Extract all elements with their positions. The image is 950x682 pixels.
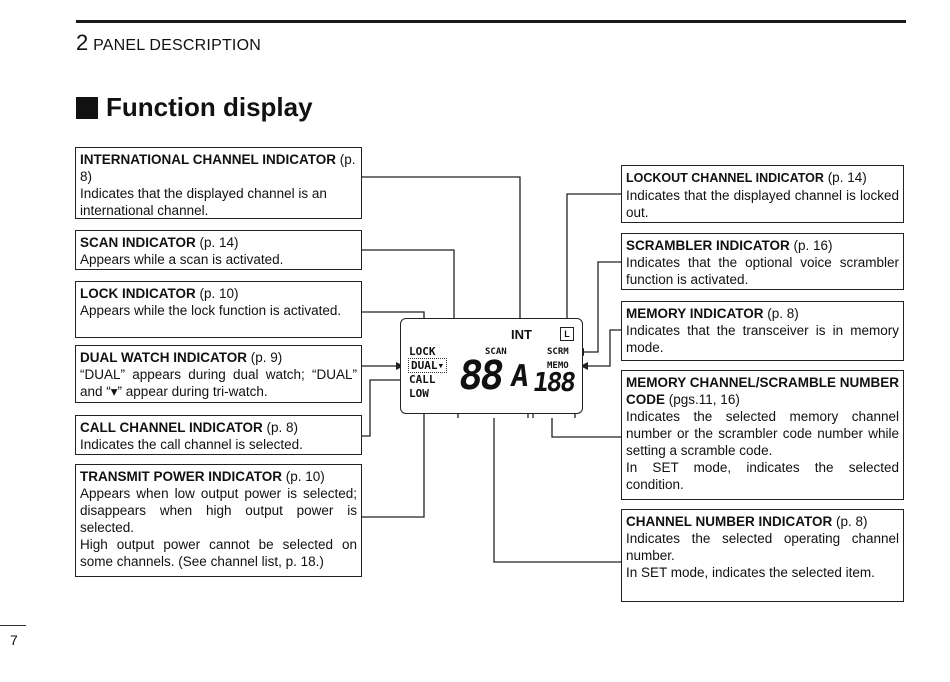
box-body: Indicates that the displayed channel is … [80,186,327,218]
call-indicator: CALL [409,373,436,386]
box-body: Appears when low output power is selecte… [80,486,357,535]
box-body: Indicates that the optional voice scramb… [626,255,899,287]
box-heading: DUAL WATCH INDICATOR [80,350,247,365]
dual-mark-icon: ▾ [437,359,445,372]
callout-lockout-channel: LOCKOUT CHANNEL INDICATOR (p. 14) Indica… [621,165,904,223]
box-heading: LOCK INDICATOR [80,286,196,301]
lcd-display: INT L LOCK SCAN SCRM DUAL▾ MEMO CALL LOW… [400,318,583,414]
black-square-icon [76,96,98,119]
box-heading: CALL CHANNEL INDICATOR [80,420,263,435]
callout-dual-watch: DUAL WATCH INDICATOR (p. 9) “DUAL” appea… [75,345,362,403]
callout-transmit-power: TRANSMIT POWER INDICATOR (p. 10) Appears… [75,464,362,577]
callout-scrambler: SCRAMBLER INDICATOR (p. 16) Indicates th… [621,233,904,290]
box-page: (p. 8) [80,152,356,184]
channel-number-digits: 88 [455,353,505,399]
box-page: (p. 8) [266,420,299,435]
low-power-indicator: LOW [409,387,429,400]
top-rule [76,20,906,23]
box-heading: SCRAMBLER INDICATOR [626,238,790,253]
section-heading: 2 PANEL DESCRIPTION [76,30,261,56]
callout-memory-channel-code: MEMORY CHANNEL/SCRAMBLE NUMBER CODE (pgs… [621,370,904,500]
box-heading: LOCKOUT CHANNEL INDICATOR [626,171,824,185]
page-title-text: Function display [106,92,313,122]
box-heading: MEMORY INDICATOR [626,306,764,321]
memory-channel-digits: 188 [530,368,577,398]
box-heading: SCAN INDICATOR [80,235,196,250]
box-page: (p. 14) [827,170,867,185]
box-heading: CHANNEL NUMBER INDICATOR [626,514,833,529]
box-body: Indicates the selected operating channel… [626,531,899,563]
box-page: (p. 8) [767,306,799,321]
box-page: (p. 10) [199,286,239,301]
page-title: Function display [76,92,313,123]
box-heading: INTERNATIONAL CHANNEL INDICATOR [80,152,336,167]
int-indicator: INT [511,327,532,342]
box-body: Appears while the lock function is activ… [80,303,342,318]
lock-indicator: LOCK [409,345,436,358]
callout-channel-number: CHANNEL NUMBER INDICATOR (p. 8) Indicate… [621,509,904,602]
box-body: In SET mode, indicates the selected cond… [626,460,899,492]
box-page: (p. 14) [199,235,239,250]
box-page: (pgs.11, 16) [668,392,740,407]
callout-international-channel: INTERNATIONAL CHANNEL INDICATOR (p. 8) I… [75,147,362,219]
channel-suffix: A [508,359,529,394]
box-body: In SET mode, indicates the selected item… [626,565,875,580]
box-heading: TRANSMIT POWER INDICATOR [80,469,282,484]
section-title: PANEL DESCRIPTION [93,37,261,54]
page-number: 7 [10,632,18,648]
box-page: (p. 8) [836,514,868,529]
scan-indicator: SCAN [485,347,507,357]
box-body: Indicates that the transceiver is in mem… [626,323,899,355]
lockout-indicator: L [560,327,574,341]
box-body: “DUAL” appears during dual watch; “DUAL”… [80,367,357,399]
section-number: 2 [76,30,89,55]
box-page: (p. 9) [250,350,283,365]
box-body: Appears while a scan is activated. [80,252,284,267]
page-number-rule [0,625,26,626]
callout-scan-indicator: SCAN INDICATOR (p. 14) Appears while a s… [75,230,362,270]
memo-indicator: MEMO [547,361,569,371]
callout-call-channel: CALL CHANNEL INDICATOR (p. 8) Indicates … [75,415,362,455]
box-page: (p. 10) [285,469,325,484]
box-page: (p. 16) [793,238,833,253]
dual-text: DUAL [411,359,438,372]
box-body: Indicates the selected memory channel nu… [626,409,899,458]
box-body: High output power cannot be selected on … [80,537,357,569]
dual-indicator: DUAL▾ [408,358,448,373]
box-heading: MEMORY CHANNEL/SCRAMBLE NUMBER CODE [626,375,899,407]
callout-lock-indicator: LOCK INDICATOR (p. 10) Appears while the… [75,281,362,338]
box-body: Indicates that the displayed channel is … [626,188,899,220]
callout-memory: MEMORY INDICATOR (p. 8) Indicates that t… [621,301,904,361]
scrm-indicator: SCRM [547,347,569,357]
box-body: Indicates the call channel is selected. [80,437,303,452]
